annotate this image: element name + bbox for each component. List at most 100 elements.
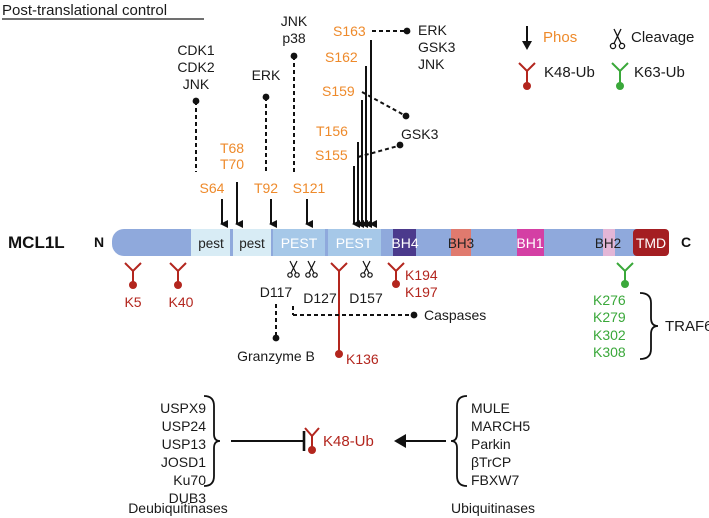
kinase-label: ERK (252, 67, 281, 83)
ubiquitinases-bracket (450, 395, 468, 487)
kinase-label: p38 (282, 30, 306, 46)
kinase-label: ERK (418, 22, 447, 38)
ubiquitinase-item: Parkin (471, 436, 511, 452)
bh4-domain (393, 229, 416, 256)
ubiquitinase-item: MARCH5 (471, 418, 530, 434)
scissors-icon (609, 28, 626, 50)
domain-label: PEST (336, 235, 373, 251)
domain-label: BH4 (391, 235, 418, 251)
domain-label: BH1 (516, 235, 543, 251)
kinase-group-s64: CDK1 CDK2 JNK (177, 42, 215, 172)
connector-dot (396, 141, 404, 149)
phos-site-label: T92 (254, 180, 278, 196)
k48-ub-icon (387, 262, 405, 288)
k63-ub-icon (611, 62, 629, 90)
kinase-group-s121: JNK p38 (281, 13, 308, 172)
legend-k48: K48-Ub (544, 64, 595, 81)
phos-site-label: S162 (325, 49, 358, 65)
deubiquitinase-item: USP24 (162, 418, 207, 434)
diagram-title: Post-translational control (2, 2, 167, 19)
kinase-label: CDK2 (177, 59, 215, 75)
traf6-bracket (639, 292, 659, 360)
kinase-group-t92: ERK (252, 67, 281, 172)
kinase-label: JNK (281, 13, 308, 29)
phos-site-label: S121 (293, 180, 326, 196)
legend: Phos Cleavage K48-Ub K63-Ub (518, 26, 694, 90)
inhibition-arrow (231, 431, 306, 451)
k48-site-label: K197 (405, 284, 438, 300)
ubiquitinase-item: FBXW7 (471, 472, 519, 488)
activation-arrow (394, 434, 446, 448)
dashed-connector (357, 145, 399, 158)
center-k48-label: K48-Ub (323, 433, 374, 450)
phos-site-label: S159 (322, 83, 355, 99)
kinase-label: GSK3 (418, 39, 456, 55)
cleavage-site-label: D117 (260, 284, 293, 300)
connector-dot (272, 334, 280, 342)
domain-label: TMD (636, 235, 666, 251)
legend-phos: Phos (543, 29, 577, 46)
k48-site-label: K5 (124, 294, 141, 310)
scissors-icon (360, 260, 373, 278)
cleavage-site-label: D157 (349, 290, 383, 306)
center-k48-ub: K48-Ub (304, 427, 374, 454)
k63-ub-sites: K276 K279 K302 K308 TRAF6 (593, 262, 709, 360)
pest-domain-1 (191, 229, 230, 256)
deubiquitinase-item: DUB3 (169, 490, 207, 506)
cleavage-marks (287, 260, 373, 278)
ubiquitinase-item: MULE (471, 400, 510, 416)
kinase-label: JNK (183, 76, 210, 92)
ubiquitinases-label: Ubiquitinases (451, 500, 535, 516)
k48-site-label: K40 (169, 294, 194, 310)
domain-label: pest (198, 236, 224, 251)
k48-ub-icon (330, 262, 348, 358)
bh3-domain (451, 229, 471, 256)
granzyme-label: Granzyme B (237, 348, 315, 364)
domain-label: pest (239, 236, 265, 251)
bh2-domain (603, 229, 615, 256)
cleavage-labels: D117 D127 D157 Granzyme B Caspases (237, 284, 486, 364)
connector-dot (402, 112, 410, 120)
deubiquitinase-item: Ku70 (173, 472, 206, 488)
legend-cleavage: Cleavage (631, 29, 694, 46)
dashed-connector (361, 91, 405, 116)
phos-arrowhead-icon (522, 41, 532, 50)
k48-site-label: K194 (405, 267, 438, 283)
kinase-group-s163: ERK GSK3 JNK (372, 22, 456, 72)
k48-ub-sites: K5 K40 K136 K194 K197 (124, 262, 438, 367)
phos-site-label: S155 (315, 147, 348, 163)
phos-site-label: S163 (333, 23, 366, 39)
k63-site-label: K302 (593, 327, 626, 343)
domain-label: BH2 (595, 236, 621, 251)
k48-ub-icon (169, 262, 187, 289)
pest-domain-3 (273, 229, 325, 256)
connector-dot (410, 311, 418, 319)
c-terminus: C (681, 234, 691, 250)
caspases-label: Caspases (424, 307, 486, 323)
traf6-label: TRAF6 (665, 318, 709, 335)
protein-bar: MCL1L N C pest pest PEST PEST BH4 BH3 BH… (8, 229, 691, 256)
k48-ub-icon (124, 262, 142, 289)
k63-site-label: K276 (593, 292, 626, 308)
protein-name: MCL1L (8, 233, 65, 252)
phos-arrows (220, 40, 377, 228)
pest-domain-4 (328, 229, 381, 256)
domain-label: PEST (281, 235, 318, 251)
scissors-icon (305, 260, 318, 278)
kinase-label: CDK1 (177, 42, 215, 58)
deubiquitinase-item: USPX9 (160, 400, 206, 416)
deubiquitinases-group: USPX9 USP24 USP13 JOSD1 Ku70 DUB3 Deubiq… (128, 395, 228, 516)
k63-site-label: K308 (593, 344, 626, 360)
bh1-domain (517, 229, 544, 256)
k63-ub-icon (616, 262, 634, 288)
deubiquitinase-item: JOSD1 (161, 454, 206, 470)
k48-site-label: K136 (346, 351, 379, 367)
k48-ub-icon (518, 62, 536, 90)
k63-site-label: K279 (593, 309, 626, 325)
scissors-icon (287, 260, 300, 278)
cleavage-site-label: D127 (303, 290, 337, 306)
tmd-domain (633, 229, 669, 256)
kinase-label: JNK (418, 56, 445, 72)
phos-site-label: S64 (200, 180, 225, 196)
phos-sites: S64 T68 T70 T92 S121 S155 T156 S159 S162… (200, 23, 366, 196)
